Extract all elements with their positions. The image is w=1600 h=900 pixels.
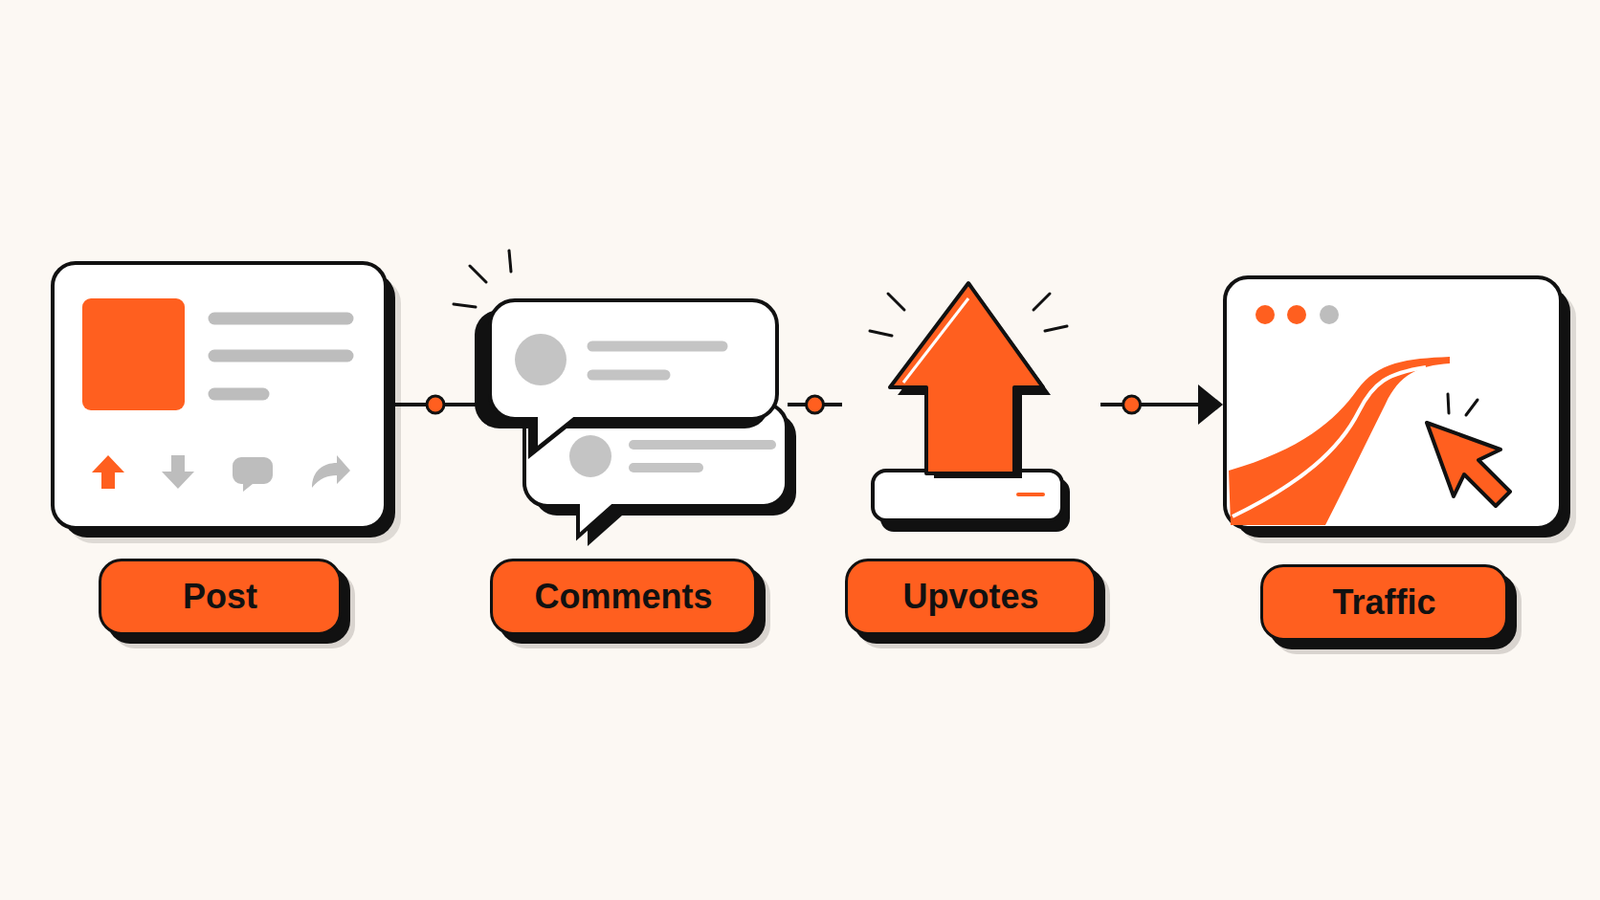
flow-connector (1100, 384, 1223, 425)
step-label: Comments (489, 558, 757, 636)
step-label: Post (98, 558, 342, 636)
step-node: Comments (483, 258, 788, 651)
upvote-arrow (869, 283, 1070, 533)
flow-connector (787, 396, 843, 414)
step-node: Post (52, 258, 388, 651)
step-label: Traffic (1260, 564, 1509, 642)
browser-window (1224, 277, 1577, 544)
post-card (52, 263, 401, 544)
step-node: Traffic (1222, 258, 1564, 651)
step-label: Upvotes (844, 558, 1097, 636)
flow-connector (387, 396, 484, 414)
step-node: Upvotes (842, 258, 1101, 651)
comment-bubbles (453, 250, 797, 547)
